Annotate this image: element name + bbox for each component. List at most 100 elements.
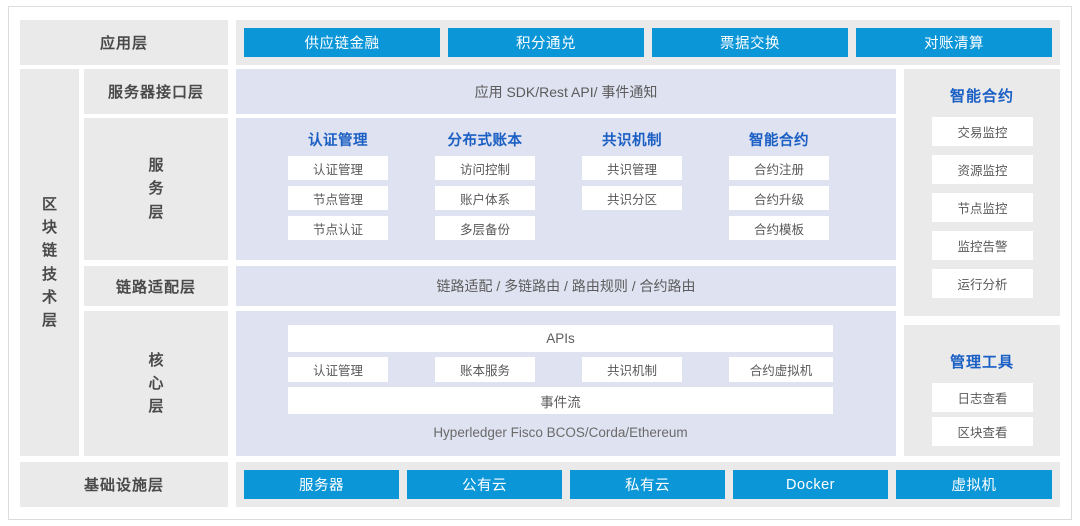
side-panel-item-label: 节点监控 bbox=[957, 202, 1008, 216]
service-item-box[interactable]: 节点管理 bbox=[288, 186, 388, 210]
side-panel-title-management-tools: 管理工具 bbox=[949, 353, 1014, 371]
label-char: 块 bbox=[41, 219, 57, 236]
application-layer-band: 供应链金融 积分通兑 票据交换 对账清算 bbox=[236, 20, 1060, 65]
service-item-label: 访问控制 bbox=[459, 162, 510, 177]
server-interface-layer-label-panel: 服务器接口层 bbox=[84, 69, 228, 114]
link-adaptation-layer-content: 链路适配 / 多链路由 / 路由规则 / 合约路由 bbox=[436, 278, 696, 294]
core-layer-label: 核 心 层 bbox=[148, 349, 163, 419]
label-char: 层 bbox=[41, 312, 57, 329]
infra-item-public-cloud[interactable]: 公有云 bbox=[407, 470, 562, 499]
side-panel-item-label: 运行分析 bbox=[957, 278, 1008, 292]
app-item-label: 对账清算 bbox=[924, 36, 984, 52]
service-item-box[interactable]: 节点认证 bbox=[288, 216, 388, 240]
service-layer-label-panel: 服 务 层 bbox=[84, 118, 228, 260]
label-char: 层 bbox=[148, 203, 164, 221]
side-panel-item-box[interactable]: 运行分析 bbox=[932, 269, 1033, 298]
label-char: 服 bbox=[148, 157, 164, 175]
infra-item-label: 服务器 bbox=[299, 478, 344, 494]
infra-item-server[interactable]: 服务器 bbox=[244, 470, 399, 499]
core-apis-label: APIs bbox=[546, 331, 575, 346]
infra-item-label: 虚拟机 bbox=[951, 478, 997, 494]
app-item-supply-chain-finance[interactable]: 供应链金融 bbox=[244, 28, 440, 57]
side-panel-item-box[interactable]: 日志查看 bbox=[932, 383, 1033, 412]
label-char: 心 bbox=[148, 374, 164, 392]
core-layer-label-panel: 核 心 层 bbox=[84, 311, 228, 456]
side-panel-item-box[interactable]: 交易监控 bbox=[932, 117, 1033, 146]
server-interface-layer-content: 应用 SDK/Rest API/ 事件通知 bbox=[474, 83, 658, 100]
core-module-box[interactable]: 合约虚拟机 bbox=[729, 357, 833, 382]
service-item-label: 节点认证 bbox=[312, 222, 363, 237]
core-module-box[interactable]: 共识机制 bbox=[582, 357, 682, 382]
service-item-box[interactable]: 认证管理 bbox=[288, 156, 388, 180]
service-item-box[interactable]: 合约升级 bbox=[729, 186, 829, 210]
label-char: 链 bbox=[41, 242, 57, 260]
label-char: 技 bbox=[41, 265, 57, 283]
blockchain-tech-layer-label: 区 块 链 技 术 层 bbox=[42, 193, 57, 333]
core-event-stream-strip[interactable]: 事件流 bbox=[288, 387, 833, 414]
link-adaptation-layer-label: 链路适配层 bbox=[115, 278, 196, 296]
side-panel-item-box[interactable]: 资源监控 bbox=[932, 155, 1033, 184]
infra-item-label: 公有云 bbox=[462, 478, 507, 494]
infrastructure-layer-label: 基础设施层 bbox=[83, 477, 164, 494]
side-panel-item-label: 日志查看 bbox=[957, 392, 1008, 406]
service-item-box[interactable]: 共识分区 bbox=[582, 186, 682, 210]
service-item-label: 认证管理 bbox=[312, 162, 363, 177]
service-item-box[interactable]: 账户体系 bbox=[435, 186, 535, 210]
side-panel-item-box[interactable]: 监控告警 bbox=[932, 231, 1033, 260]
side-panel-item-label: 资源监控 bbox=[957, 164, 1008, 178]
side-panel-management-tools: 管理工具 日志查看 区块查看 bbox=[904, 325, 1060, 456]
infra-item-docker[interactable]: Docker bbox=[733, 470, 888, 499]
blockchain-tech-layer-label-panel: 区 块 链 技 术 层 bbox=[20, 69, 79, 456]
infrastructure-layer-band: 服务器 公有云 私有云 Docker 虚拟机 bbox=[236, 462, 1060, 507]
app-item-points-exchange[interactable]: 积分通兑 bbox=[448, 28, 644, 57]
infrastructure-layer-label-panel: 基础设施层 bbox=[20, 462, 228, 507]
service-item-label: 合约模板 bbox=[753, 222, 804, 237]
app-item-label: 票据交换 bbox=[720, 36, 780, 52]
service-column-heading-ledger: 分布式账本 bbox=[447, 132, 523, 149]
app-item-label: 积分通兑 bbox=[516, 36, 576, 52]
label-char: 术 bbox=[41, 288, 57, 306]
side-panel-smart-contract: 智能合约 交易监控 资源监控 节点监控 监控告警 运行分析 bbox=[904, 69, 1060, 316]
service-item-label: 多层备份 bbox=[459, 222, 510, 237]
core-event-stream-label: 事件流 bbox=[540, 394, 581, 410]
side-panel-item-box[interactable]: 区块查看 bbox=[932, 417, 1033, 446]
service-layer-content-panel: 认证管理 认证管理 节点管理 节点认证 分布式账本 访问控制 账户体系 多层备份… bbox=[236, 118, 896, 260]
core-module-label: 账本服务 bbox=[459, 364, 510, 378]
server-interface-layer-content-panel: 应用 SDK/Rest API/ 事件通知 bbox=[236, 69, 896, 114]
core-layer-content-panel: APIs 认证管理 账本服务 共识机制 合约虚拟机 事件流 Hyperledge… bbox=[236, 311, 896, 456]
infra-item-private-cloud[interactable]: 私有云 bbox=[570, 470, 725, 499]
label-char: 核 bbox=[148, 351, 164, 369]
label-char: 层 bbox=[148, 398, 164, 416]
service-item-box[interactable]: 多层备份 bbox=[435, 216, 535, 240]
service-column-heading-smart-contract: 智能合约 bbox=[749, 132, 809, 149]
core-apis-strip[interactable]: APIs bbox=[288, 325, 833, 352]
service-item-box[interactable]: 合约模板 bbox=[729, 216, 829, 240]
service-column-heading-auth: 认证管理 bbox=[308, 132, 368, 149]
service-item-label: 共识分区 bbox=[606, 192, 657, 207]
side-panel-item-box[interactable]: 节点监控 bbox=[932, 193, 1033, 222]
infra-item-label: 私有云 bbox=[625, 478, 670, 494]
app-item-label: 供应链金融 bbox=[304, 36, 380, 52]
link-adaptation-layer-label-panel: 链路适配层 bbox=[84, 266, 228, 306]
core-module-box[interactable]: 认证管理 bbox=[288, 357, 388, 382]
side-panel-item-label: 监控告警 bbox=[957, 240, 1008, 254]
app-item-reconciliation-settlement[interactable]: 对账清算 bbox=[856, 28, 1052, 57]
service-item-box[interactable]: 共识管理 bbox=[582, 156, 682, 180]
label-char: 区 bbox=[41, 195, 57, 213]
service-layer-label: 服 务 层 bbox=[148, 154, 163, 224]
core-module-box[interactable]: 账本服务 bbox=[435, 357, 535, 382]
service-item-label: 节点管理 bbox=[312, 192, 363, 207]
app-item-bill-exchange[interactable]: 票据交换 bbox=[652, 28, 848, 57]
service-item-box[interactable]: 访问控制 bbox=[435, 156, 535, 180]
side-panel-title-smart-contract: 智能合约 bbox=[949, 87, 1014, 105]
side-panel-item-label: 区块查看 bbox=[957, 426, 1008, 440]
core-module-label: 共识机制 bbox=[606, 364, 657, 378]
core-module-label: 合约虚拟机 bbox=[749, 364, 813, 378]
service-item-label: 账户体系 bbox=[459, 192, 510, 207]
server-interface-layer-label: 服务器接口层 bbox=[107, 84, 204, 101]
link-adaptation-layer-content-panel: 链路适配 / 多链路由 / 路由规则 / 合约路由 bbox=[236, 266, 896, 306]
service-item-box[interactable]: 合约注册 bbox=[729, 156, 829, 180]
side-panel-item-label: 交易监控 bbox=[957, 126, 1008, 140]
infra-item-virtual-machine[interactable]: 虚拟机 bbox=[896, 470, 1052, 499]
service-item-label: 合约升级 bbox=[753, 192, 804, 207]
